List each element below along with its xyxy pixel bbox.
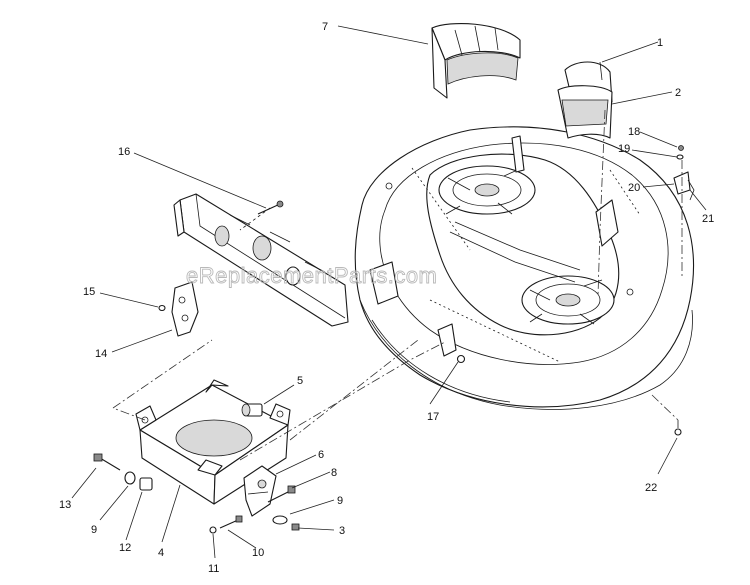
screw-18 <box>678 145 684 151</box>
callout-15: 15 <box>83 286 95 298</box>
discharge-cover-7 <box>431 23 521 99</box>
spacer-12 <box>139 477 153 491</box>
nut-11 <box>209 526 217 534</box>
callout-5: 5 <box>297 375 303 387</box>
bolt-13 <box>93 453 121 471</box>
mower-deck <box>354 126 695 410</box>
callout-4: 4 <box>158 547 164 559</box>
callout-14: 14 <box>95 348 107 360</box>
callout-13: 13 <box>59 499 71 511</box>
callout-1: 1 <box>657 37 663 49</box>
callout-16: 16 <box>118 146 130 158</box>
screw-22 <box>674 420 682 436</box>
callout-21: 21 <box>702 213 714 225</box>
washer-9-right <box>272 515 288 525</box>
callout-7: 7 <box>322 21 328 33</box>
callout-20: 20 <box>628 182 640 194</box>
pivot-bracket-6 <box>243 465 277 517</box>
callout-numbers: 1 2 3 4 5 6 7 8 9 9 10 11 12 13 14 15 16… <box>59 21 714 575</box>
callout-8: 8 <box>331 467 337 479</box>
washer-19 <box>676 154 684 160</box>
callout-22: 22 <box>645 482 657 494</box>
bracket-14 <box>158 281 199 337</box>
callout-18: 18 <box>628 126 640 138</box>
nut-3 <box>291 523 300 531</box>
callout-17: 17 <box>427 411 439 423</box>
mulch-plug-2 <box>557 61 613 139</box>
leader-lines <box>71 25 707 559</box>
callout-3: 3 <box>339 525 345 537</box>
bolt-8 <box>267 485 296 503</box>
deck-hanger-bracket-16 <box>173 193 349 327</box>
callout-6: 6 <box>318 449 324 461</box>
callout-11: 11 <box>208 563 219 575</box>
spacer-5 <box>241 403 263 417</box>
spring-21 <box>687 179 695 201</box>
callout-10: 10 <box>252 547 264 559</box>
callout-19: 19 <box>618 143 630 155</box>
callout-9-right: 9 <box>337 495 343 507</box>
assembly-lines <box>112 109 683 461</box>
watermark-text: eReplacementParts.com <box>186 263 437 288</box>
callout-9-left: 9 <box>91 524 97 536</box>
callout-2: 2 <box>675 87 681 99</box>
washer-9-left <box>124 471 136 485</box>
callout-12: 12 <box>119 542 131 554</box>
nut-17 <box>456 354 466 364</box>
bolt-10 <box>219 515 243 529</box>
